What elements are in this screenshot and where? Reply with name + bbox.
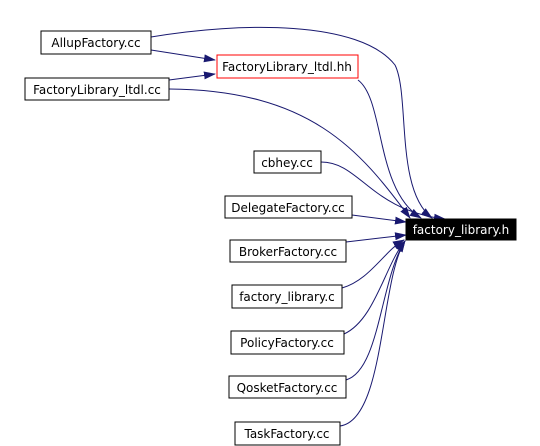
- node-task-factory-cc[interactable]: TaskFactory.cc: [234, 421, 341, 446]
- node-label: PolicyFactory.cc: [240, 336, 334, 350]
- edges: [150, 26, 446, 427]
- node-factory-library-c[interactable]: factory_library.c: [231, 284, 343, 309]
- nodes: AllupFactory.cc FactoryLibrary_ltdl.hh F…: [24, 30, 517, 446]
- node-label: DelegateFactory.cc: [231, 201, 345, 215]
- node-label: QosketFactory.cc: [237, 381, 338, 395]
- node-allup-factory-cc[interactable]: AllupFactory.cc: [40, 30, 152, 55]
- edge-policy-to-target: [343, 240, 406, 335]
- node-delegate-factory-cc[interactable]: DelegateFactory.cc: [224, 195, 353, 219]
- edge-delegate-to-target: [351, 214, 407, 225]
- node-label: AllupFactory.cc: [51, 36, 140, 50]
- node-factory-library-ltdl-cc[interactable]: FactoryLibrary_ltdl.cc: [24, 77, 170, 101]
- node-factory-library-h-target[interactable]: factory_library.h: [405, 218, 517, 241]
- node-label: factory_library.c: [239, 290, 335, 304]
- node-label: cbhey.cc: [261, 156, 313, 170]
- node-label: FactoryLibrary_ltdl.cc: [33, 83, 161, 97]
- edge-qosket-to-target: [345, 240, 406, 381]
- edge-allup-to-ltdl-hh: [150, 49, 216, 63]
- edge-cbhey-to-target: [320, 161, 446, 222]
- edge-ltdl-cc-to-target: [168, 88, 411, 219]
- node-label: factory_library.h: [413, 223, 510, 237]
- node-label: TaskFactory.cc: [243, 427, 329, 441]
- edge-allup-to-target: [150, 26, 433, 219]
- node-policy-factory-cc[interactable]: PolicyFactory.cc: [230, 330, 345, 355]
- node-qosket-factory-cc[interactable]: QosketFactory.cc: [228, 375, 347, 399]
- edge-ltdl-cc-to-ltdl-hh: [168, 71, 216, 81]
- node-factory-library-ltdl-hh[interactable]: FactoryLibrary_ltdl.hh: [216, 54, 359, 79]
- edge-task-to-target: [339, 240, 406, 427]
- node-cbhey-cc[interactable]: cbhey.cc: [253, 150, 322, 174]
- edge-broker-to-target: [345, 232, 407, 243]
- node-label: BrokerFactory.cc: [239, 245, 337, 259]
- node-broker-factory-cc[interactable]: BrokerFactory.cc: [229, 239, 347, 263]
- edge-ltdl-hh-to-target: [357, 79, 422, 219]
- node-label: FactoryLibrary_ltdl.hh: [222, 60, 352, 74]
